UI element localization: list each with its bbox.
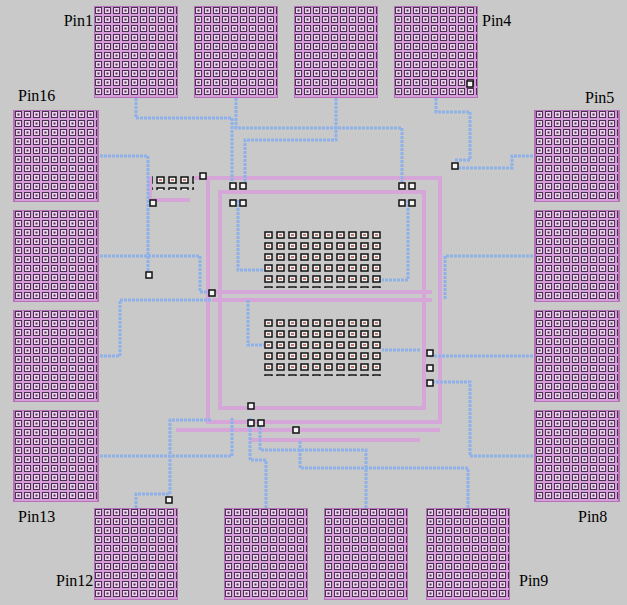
signal-wires [100, 98, 533, 508]
pin-name: Pin13 [18, 509, 55, 525]
small-cell [152, 176, 194, 190]
metal-frame [150, 178, 440, 440]
bond-pads [14, 6, 619, 600]
core-blocks [264, 228, 382, 376]
pin-name: Pin12 [56, 573, 93, 589]
pin-name: Pin16 [18, 88, 55, 104]
pin-name: Pin8 [578, 509, 607, 525]
pin-name: Pin9 [519, 573, 548, 589]
pin-name: Pin4 [482, 13, 511, 29]
vias [146, 81, 473, 503]
pin-name: Pin1 [64, 13, 93, 29]
pin-name: Pin5 [585, 90, 614, 106]
